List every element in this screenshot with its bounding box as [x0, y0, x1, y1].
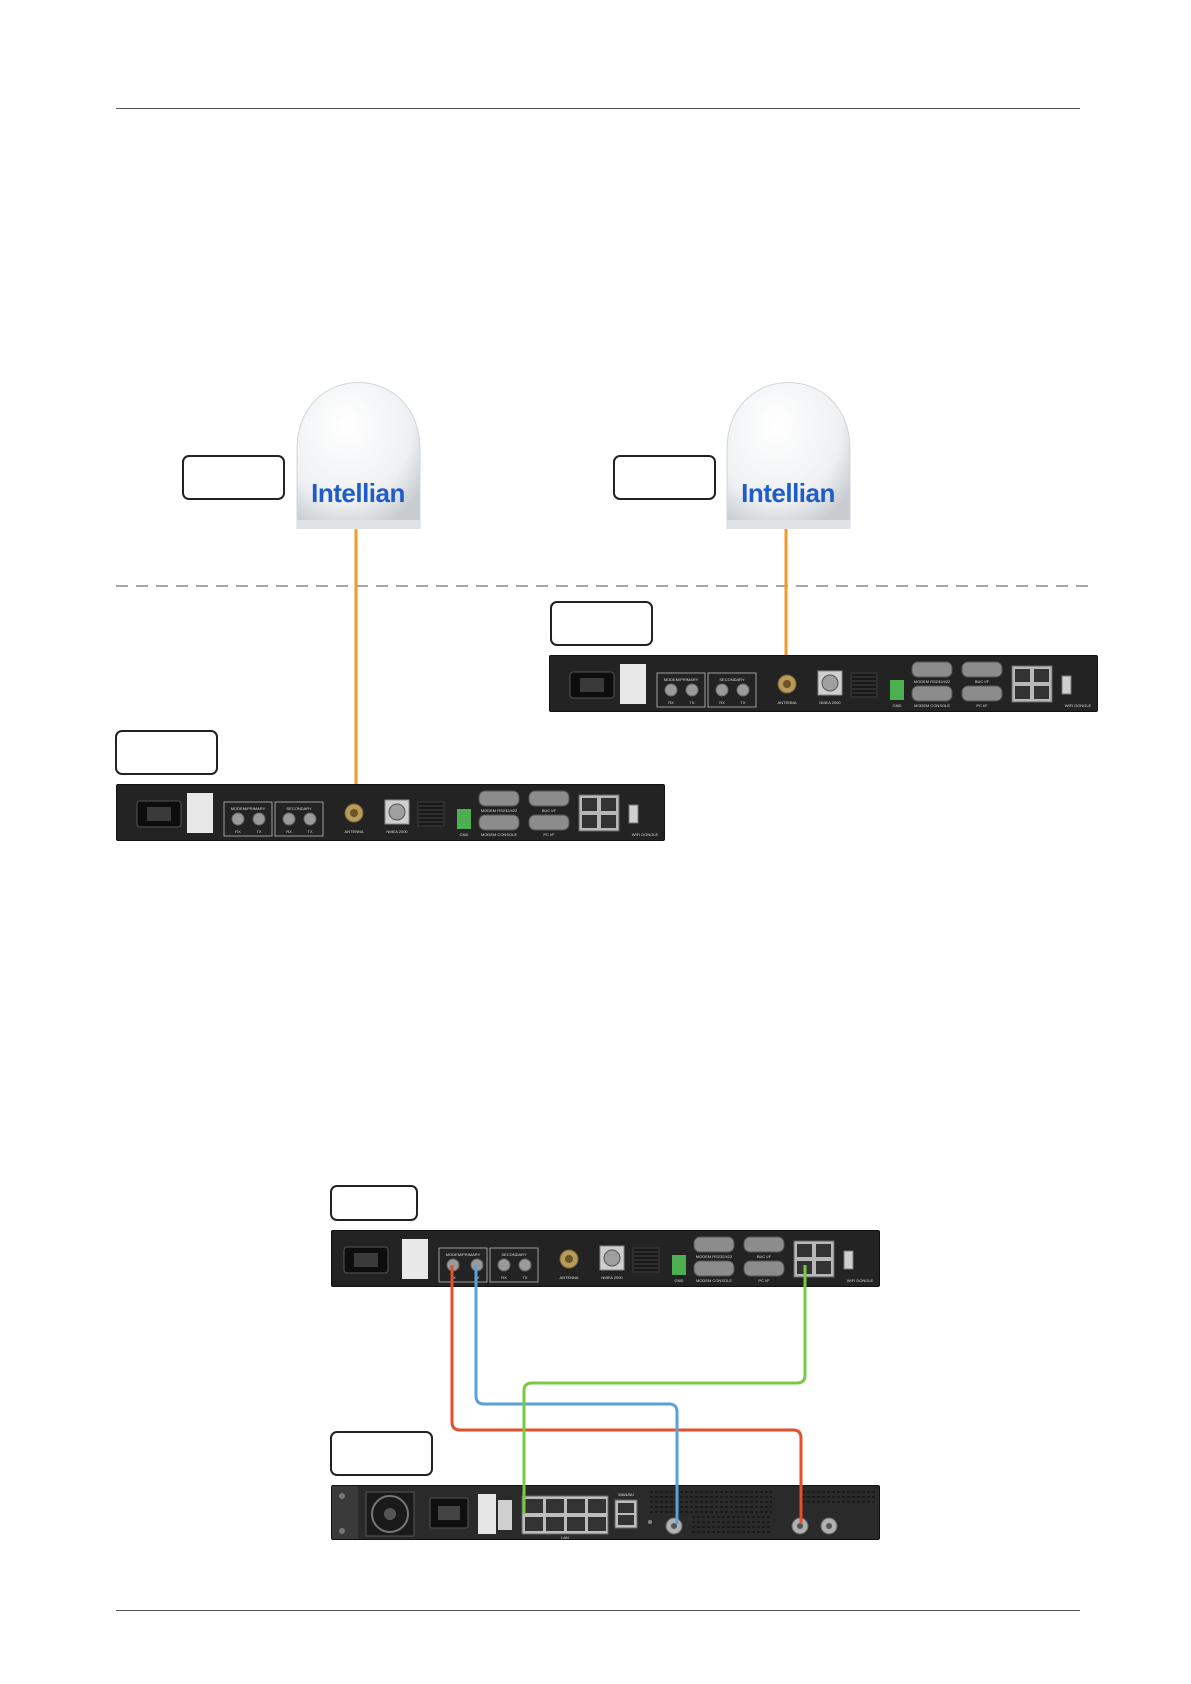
modem-panel-graphic: LAN WAN/BU [332, 1486, 877, 1540]
dome-brand-left: Intellian [311, 478, 405, 508]
cable-green [522, 1265, 807, 1514]
svg-text:WIFI DONGLE: WIFI DONGLE [1065, 703, 1092, 708]
power-socket-icon [343, 1246, 389, 1274]
satellite-dome-icon: Intellian [296, 382, 421, 529]
svg-text:GND: GND [675, 1278, 684, 1283]
power-socket-icon [136, 800, 182, 828]
satellite-dome-icon: Intellian [726, 382, 851, 529]
coax-port-icon [344, 803, 364, 823]
svg-text:TX: TX [689, 700, 694, 705]
vent-grid [650, 1491, 877, 1533]
power-socket-icon [429, 1497, 469, 1529]
label-box-antenna-left [182, 455, 285, 500]
svg-text:TX: TX [522, 1275, 527, 1280]
svg-text:PC I/F: PC I/F [758, 1278, 770, 1283]
acu-rear-panel-bottom: MODEM/PRIMARY RX TX SECONDARY RX TX ANTE… [331, 1230, 880, 1287]
fan-icon [850, 672, 878, 698]
svg-text:MODEM RS232/422: MODEM RS232/422 [914, 679, 951, 684]
coax-port-icon [559, 1249, 579, 1269]
coax-port-icon [777, 674, 797, 694]
acu-panel-graphic: MODEM/PRIMARY RX TX SECONDARY RX TX ANTE… [136, 790, 659, 837]
dome-brand-right: Intellian [741, 478, 835, 508]
svg-text:ANTENNA: ANTENNA [559, 1275, 578, 1280]
db9-port-icon [911, 661, 1003, 702]
acu-panel-graphic: MODEM/PRIMARY RX TX SECONDARY RX TX ANTE… [343, 1236, 874, 1283]
svg-text:BUC I/F: BUC I/F [542, 808, 557, 813]
svg-text:MODEM/PRIMARY: MODEM/PRIMARY [231, 806, 266, 811]
svg-text:ANTENNA: ANTENNA [344, 829, 363, 834]
modem-rear-panel: LAN WAN/BU [331, 1485, 880, 1540]
svg-text:RX: RX [450, 1275, 456, 1280]
label-box-acu-bottom [330, 1185, 418, 1221]
footer-rule [116, 1610, 1080, 1611]
db9-port-icon [478, 790, 570, 831]
acu-rear-panel-right: MODEM/PRIMARY RX TX SECONDARY RX TX ANTE… [549, 655, 1098, 712]
svg-text:TX: TX [256, 829, 261, 834]
svg-text:PC I/F: PC I/F [976, 703, 988, 708]
header-rule [116, 108, 1080, 109]
svg-text:MODEM RS232/422: MODEM RS232/422 [696, 1254, 733, 1259]
power-socket-icon [569, 671, 615, 699]
label-box-acu-right [550, 601, 653, 646]
svg-text:PC I/F: PC I/F [543, 832, 555, 837]
svg-text:NMEA 2000: NMEA 2000 [601, 1275, 623, 1280]
svg-text:BUC I/F: BUC I/F [757, 1254, 772, 1259]
svg-text:GND: GND [893, 703, 902, 708]
svg-text:WAN/BU: WAN/BU [618, 1492, 634, 1497]
label-box-modem [330, 1431, 433, 1476]
svg-text:RX: RX [668, 700, 674, 705]
acu-panel-graphic: MODEM/PRIMARY RX TX SECONDARY RX TX ANTE… [569, 661, 1092, 708]
svg-text:SECONDARY: SECONDARY [719, 677, 745, 682]
svg-text:MODEM/PRIMARY: MODEM/PRIMARY [664, 677, 699, 682]
coax-port-icon [791, 1517, 838, 1535]
svg-text:RX: RX [719, 700, 725, 705]
antenna-diagram: Intellian Intellian [116, 382, 1090, 808]
svg-text:WIFI DONGLE: WIFI DONGLE [632, 832, 659, 837]
svg-text:NMEA 2000: NMEA 2000 [386, 829, 408, 834]
rj45-port-icon [1011, 665, 1053, 703]
svg-text:SECONDARY: SECONDARY [286, 806, 312, 811]
svg-text:LAN: LAN [561, 1535, 569, 1540]
svg-text:RX: RX [235, 829, 241, 834]
svg-text:NMEA 2000: NMEA 2000 [819, 700, 841, 705]
svg-text:TX: TX [474, 1275, 479, 1280]
svg-text:MODEM CONSOLE: MODEM CONSOLE [481, 832, 517, 837]
fan-icon [632, 1247, 660, 1273]
svg-text:TX: TX [307, 829, 312, 834]
svg-text:GND: GND [460, 832, 469, 837]
rj45-port-icon [521, 1495, 609, 1535]
rj45-port-icon [578, 794, 620, 832]
fan-icon [417, 801, 445, 827]
svg-text:MODEM RS232/422: MODEM RS232/422 [481, 808, 518, 813]
svg-text:MODEM/PRIMARY: MODEM/PRIMARY [446, 1252, 481, 1257]
svg-text:MODEM CONSOLE: MODEM CONSOLE [914, 703, 950, 708]
svg-text:ANTENNA: ANTENNA [777, 700, 796, 705]
label-box-acu-left [115, 730, 218, 775]
svg-text:TX: TX [740, 700, 745, 705]
label-box-antenna-right [613, 455, 716, 500]
coax-port-icon [665, 1517, 683, 1535]
svg-text:BUC I/F: BUC I/F [975, 679, 990, 684]
svg-text:RX: RX [286, 829, 292, 834]
svg-text:MODEM CONSOLE: MODEM CONSOLE [696, 1278, 732, 1283]
svg-text:RX: RX [501, 1275, 507, 1280]
rj45-port-icon [793, 1240, 835, 1278]
svg-text:SECONDARY: SECONDARY [501, 1252, 527, 1257]
acu-rear-panel-left: MODEM/PRIMARY RX TX SECONDARY RX TX ANTE… [116, 784, 665, 841]
svg-text:WIFI DONGLE: WIFI DONGLE [847, 1278, 874, 1283]
fan-icon [365, 1491, 415, 1537]
